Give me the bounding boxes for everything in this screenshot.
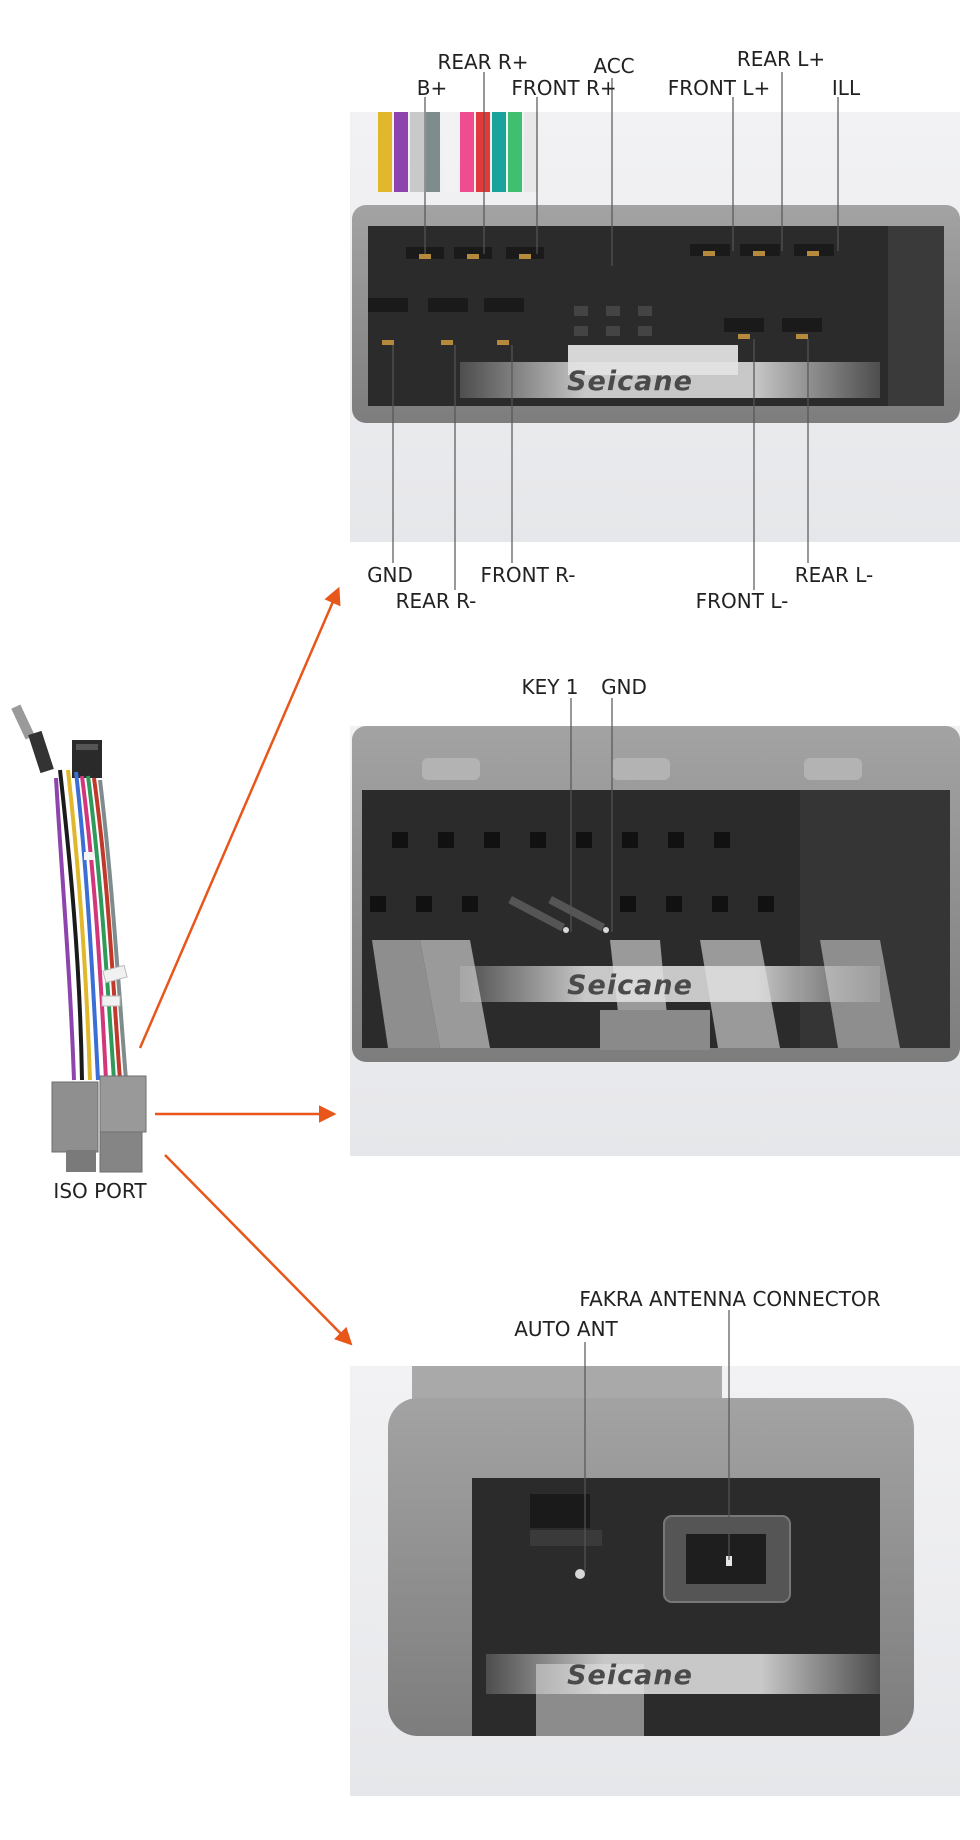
label-front-r-plus: FRONT R+ bbox=[511, 76, 616, 100]
label-fakra-antenna-connector: FAKRA ANTENNA CONNECTOR bbox=[579, 1287, 880, 1311]
label-front-l-plus: FRONT L+ bbox=[668, 76, 771, 100]
label-auto-ant: AUTO ANT bbox=[514, 1317, 618, 1341]
iso-port-harness-image bbox=[11, 704, 147, 1173]
label-front-l-minus: FRONT L- bbox=[696, 589, 789, 613]
arrow-to-connector-1 bbox=[138, 586, 341, 1049]
watermark-2: Seicane bbox=[567, 970, 693, 1001]
connector-2-photo bbox=[350, 726, 960, 1156]
watermark-1: Seicane bbox=[567, 366, 693, 397]
connector-3-leader-lines bbox=[584, 1310, 730, 1572]
label-rear-r-plus: REAR R+ bbox=[437, 50, 528, 74]
label-rear-l-plus: REAR L+ bbox=[737, 47, 825, 71]
label-b-plus: B+ bbox=[417, 76, 447, 100]
label-acc: ACC bbox=[593, 54, 634, 78]
iso-port-label: ISO PORT bbox=[53, 1179, 147, 1203]
label-gnd-1: GND bbox=[367, 563, 413, 587]
label-rear-l-minus: REAR L- bbox=[795, 563, 873, 587]
label-rear-r-minus: REAR R- bbox=[396, 589, 477, 613]
label-ill: ILL bbox=[832, 76, 861, 100]
connector-3-photo bbox=[350, 1366, 960, 1796]
connector-2-leader-lines bbox=[570, 698, 613, 932]
connector-1-photo bbox=[350, 112, 960, 542]
arrow-to-connector-3 bbox=[164, 1154, 353, 1346]
connector-1-leader-lines bbox=[392, 72, 839, 590]
label-front-r-minus: FRONT R- bbox=[481, 563, 576, 587]
label-gnd-2: GND bbox=[601, 675, 647, 699]
watermark-3: Seicane bbox=[567, 1660, 693, 1691]
label-key-1: KEY 1 bbox=[521, 675, 578, 699]
